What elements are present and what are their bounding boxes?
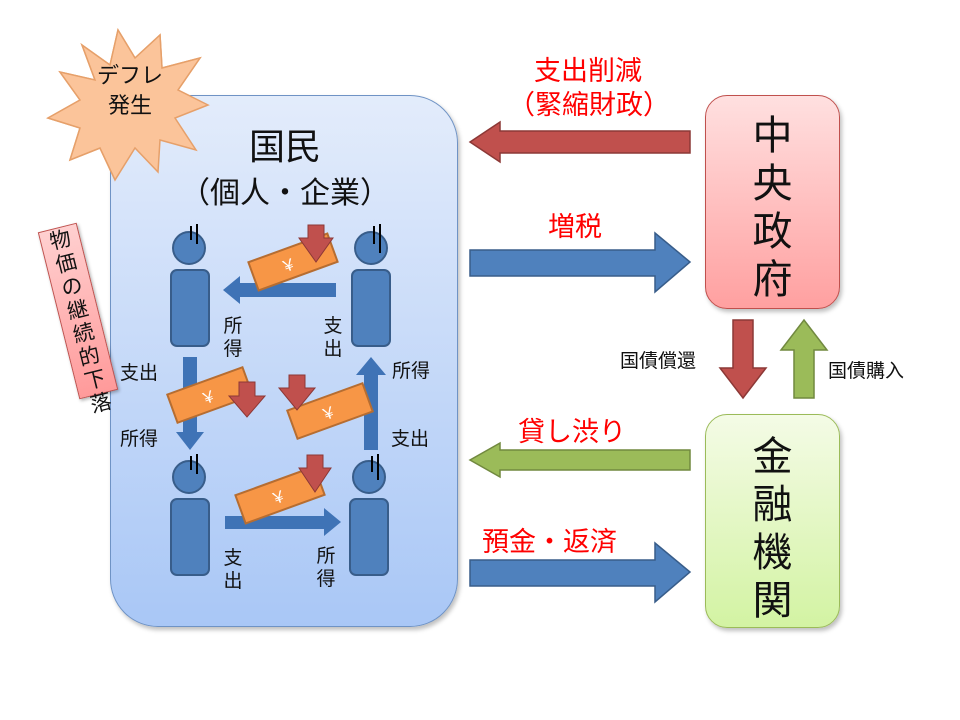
spending-cut-arrow (468, 120, 691, 164)
flow-label-bottom-right: 所得 (316, 545, 336, 590)
credit-crunch-arrow (468, 441, 691, 479)
people-subtitle: （個人・企業） (180, 176, 390, 211)
flow-label-right-top: 所得 (392, 360, 431, 382)
flow-label-right-bottom: 支出 (391, 428, 430, 450)
flow-arrow-right (356, 357, 386, 450)
bond-purchase-arrow (779, 318, 829, 399)
tax-arrow (469, 231, 692, 294)
people-title: 国民 (248, 127, 321, 168)
down-arrow-top (298, 224, 334, 263)
down-arrow-left (227, 381, 267, 418)
deflation-burst-text: デフレ 発生 (85, 62, 175, 122)
central-government-box: 中央政府 (705, 95, 840, 309)
bond-redemption-label: 国債償還 (620, 350, 697, 372)
central-government-label: 中央政府 (752, 113, 793, 303)
flow-arrow-bottom (225, 508, 341, 536)
flow-label-left-top: 支出 (120, 362, 159, 384)
yen-bill-right (286, 381, 374, 441)
down-arrow-right (277, 374, 317, 411)
spending-cut-label: 支出削減 （緊縮財政） (508, 55, 670, 123)
sweat-marks (190, 224, 381, 480)
person-top-left (170, 231, 210, 347)
flow-arrow-top (223, 276, 336, 304)
tax-increase-label: 増税 (548, 212, 602, 243)
deposits-repayment-label: 預金・返済 (482, 527, 617, 558)
people-box (110, 95, 458, 627)
deposits-arrow (469, 541, 692, 604)
person-bottom-right (349, 460, 389, 576)
spending-cut-line1: 支出削減 (534, 56, 642, 87)
financial-institution-box: 金融機関 (705, 414, 840, 628)
flow-label-top-left: 所得 (223, 315, 243, 360)
flow-label-top-right: 支出 (323, 315, 343, 360)
deflation-text-line1: デフレ (96, 64, 163, 89)
person-top-right (351, 231, 391, 347)
yen-bill-left (166, 365, 254, 425)
spending-cut-line2: （緊縮財政） (508, 90, 670, 121)
bond-redemption-arrow (718, 319, 768, 400)
flow-label-bottom-left: 支出 (223, 547, 243, 592)
financial-institution-label: 金融機関 (752, 434, 793, 624)
credit-crunch-label: 貸し渋り (518, 417, 626, 448)
down-arrow-bottom (298, 454, 332, 493)
bond-purchase-label: 国債購入 (828, 360, 905, 382)
deflation-text-line2: 発生 (107, 94, 152, 119)
person-bottom-left (170, 460, 210, 576)
flow-label-left-bottom: 所得 (120, 428, 159, 450)
